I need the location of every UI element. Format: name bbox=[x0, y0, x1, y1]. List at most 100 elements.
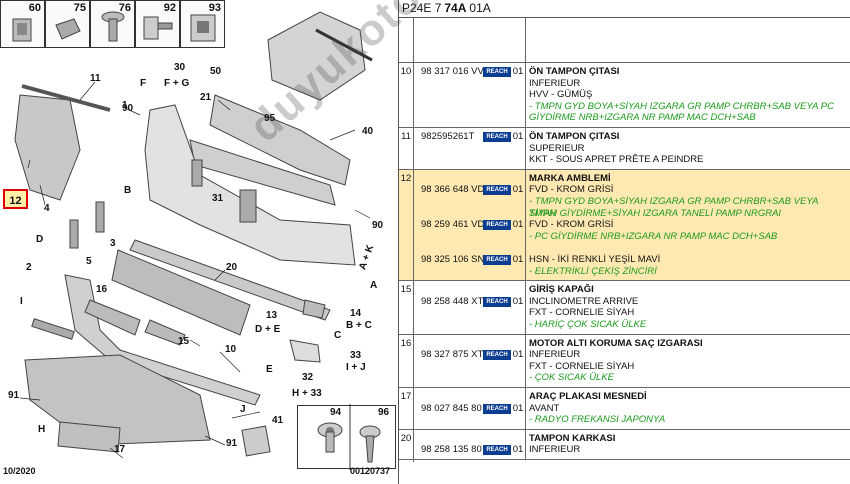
combo-i-j[interactable]: I + J bbox=[346, 362, 366, 373]
part-description: TAMPON KARKASI bbox=[529, 432, 616, 444]
parts-diagram: 60 75 76 92 93 bbox=[0, 0, 396, 484]
label-41[interactable]: 41 bbox=[272, 415, 284, 426]
highlighted-part-12[interactable]: 12 bbox=[3, 189, 28, 209]
clip-icon bbox=[55, 18, 81, 40]
label-d[interactable]: D bbox=[36, 234, 44, 245]
part-description: ÖN TAMPON ÇITASI bbox=[529, 66, 620, 77]
thumb-93[interactable]: 93 bbox=[180, 0, 225, 48]
part-number[interactable]: 98 325 106 SN bbox=[421, 253, 485, 265]
grid-part-15 bbox=[144, 319, 186, 346]
part-i bbox=[31, 318, 75, 340]
part-number[interactable]: 98 366 648 VD bbox=[421, 184, 485, 196]
part-description: KKT - SOUS APRET PRÊTE A PEINDRE bbox=[529, 154, 704, 166]
part-description: - ÇOK SICAK ÜLKE bbox=[529, 372, 614, 384]
part-description: - PC GİYDİRME NRB+IZGARA NR PAMP MAC DCH… bbox=[529, 230, 778, 242]
label-11[interactable]: 11 bbox=[90, 73, 101, 84]
part-description: GİRİŞ KAPAĞI bbox=[529, 284, 594, 296]
label-1[interactable]: 1 bbox=[122, 100, 128, 111]
thumb-92[interactable]: 92 bbox=[135, 0, 180, 48]
part-description: - TMPN GYD BOYA+SİYAH IZGARA GR PAMP CHR… bbox=[529, 100, 834, 112]
part-description: INCLINOMETRE ARRIVE bbox=[529, 295, 639, 307]
label-30[interactable]: 30 bbox=[174, 62, 186, 73]
exploded-view-drawing bbox=[14, 11, 381, 470]
grid-part-16 bbox=[84, 299, 141, 336]
thumb-number: 92 bbox=[163, 2, 176, 14]
label-96[interactable]: 96 bbox=[378, 407, 390, 418]
label-50[interactable]: 50 bbox=[210, 66, 222, 77]
label-c[interactable]: C bbox=[334, 330, 342, 341]
label-15[interactable]: 15 bbox=[178, 336, 190, 347]
label-33[interactable]: 33 bbox=[350, 350, 362, 361]
trim-strip-part bbox=[315, 28, 373, 62]
label-90-right[interactable]: 90 bbox=[372, 220, 384, 231]
label-21[interactable]: 21 bbox=[200, 92, 212, 103]
label-17[interactable]: 17 bbox=[114, 444, 126, 455]
row-number: 12 bbox=[399, 169, 414, 284]
column-divider bbox=[525, 128, 526, 169]
combo-h-33[interactable]: H + 33 bbox=[292, 388, 322, 399]
part-description: FXT - CORNELIE SİYAH bbox=[529, 360, 635, 372]
label-91-left[interactable]: 91 bbox=[8, 390, 20, 401]
reach-badge: REACH bbox=[483, 445, 511, 456]
panel-header: P24E 7 74A 01A bbox=[399, 0, 850, 18]
label-16[interactable]: 16 bbox=[96, 284, 108, 295]
part-number[interactable]: 98 027 845 80 bbox=[421, 402, 482, 414]
label-31[interactable]: 31 bbox=[212, 193, 224, 204]
combo-f-g[interactable]: F + G bbox=[164, 78, 190, 89]
label-i[interactable]: I bbox=[20, 296, 23, 307]
diagram-date: 10/2020 bbox=[3, 466, 36, 476]
label-a[interactable]: A bbox=[370, 280, 378, 291]
label-f[interactable]: F bbox=[140, 78, 147, 89]
leader-lines bbox=[19, 81, 371, 459]
thumb-76[interactable]: 76 bbox=[90, 0, 135, 48]
label-90-top[interactable]: 90 bbox=[122, 103, 134, 114]
quantity: 01 bbox=[512, 295, 524, 307]
label-h[interactable]: H bbox=[38, 424, 46, 435]
part-description: HVV - GÜMÜŞ bbox=[529, 89, 593, 101]
thumb-number: 75 bbox=[73, 2, 86, 14]
label-95[interactable]: 95 bbox=[264, 113, 276, 124]
label-32[interactable]: 32 bbox=[302, 372, 314, 383]
label-13[interactable]: 13 bbox=[266, 310, 278, 321]
label-10[interactable]: 10 bbox=[225, 344, 237, 355]
thumb-60[interactable]: 60 bbox=[0, 0, 45, 48]
part-number[interactable]: 982595261T bbox=[421, 131, 475, 142]
part-number[interactable]: 98 327 875 XT bbox=[421, 349, 484, 361]
label-94[interactable]: 94 bbox=[330, 407, 342, 418]
label-b[interactable]: B bbox=[124, 185, 132, 196]
label-91-right[interactable]: 91 bbox=[226, 438, 238, 449]
label-20[interactable]: 20 bbox=[226, 262, 238, 273]
part-number[interactable]: 98 258 448 XT bbox=[421, 295, 484, 307]
reach-badge: REACH bbox=[483, 350, 511, 361]
label-14[interactable]: 14 bbox=[350, 308, 362, 319]
thumb-75[interactable]: 75 bbox=[45, 0, 90, 48]
part-description: SUPERIEUR bbox=[529, 142, 585, 154]
label-40[interactable]: 40 bbox=[362, 126, 374, 137]
part-description: FXT - CORNELIE SİYAH bbox=[529, 307, 635, 319]
part-number[interactable]: 98 259 461 VD bbox=[421, 219, 485, 231]
part-number[interactable]: 98 258 135 80 bbox=[421, 444, 482, 456]
thumbnail-strip: 60 75 76 92 93 bbox=[0, 0, 225, 48]
part-description: GİYDİRME NRB+IZGARA NR PAMP MAC DCH+SAB bbox=[529, 112, 756, 124]
part-number[interactable]: 98 317 016 VV bbox=[421, 66, 484, 77]
thumb-number: 60 bbox=[28, 2, 41, 14]
label-4[interactable]: 4 bbox=[44, 203, 50, 214]
part-b-bracket bbox=[95, 201, 105, 233]
label-3[interactable]: 3 bbox=[110, 238, 116, 249]
combo-d-e[interactable]: D + E bbox=[255, 324, 281, 335]
combo-b-c[interactable]: B + C bbox=[346, 320, 372, 331]
reach-badge: REACH bbox=[483, 254, 511, 265]
label-e[interactable]: E bbox=[266, 364, 273, 375]
label-5[interactable]: 5 bbox=[86, 256, 92, 267]
label-2[interactable]: 2 bbox=[26, 262, 32, 273]
upper-grille-part bbox=[267, 11, 366, 101]
label-j[interactable]: J bbox=[240, 404, 246, 415]
quantity: 01 bbox=[512, 131, 524, 142]
